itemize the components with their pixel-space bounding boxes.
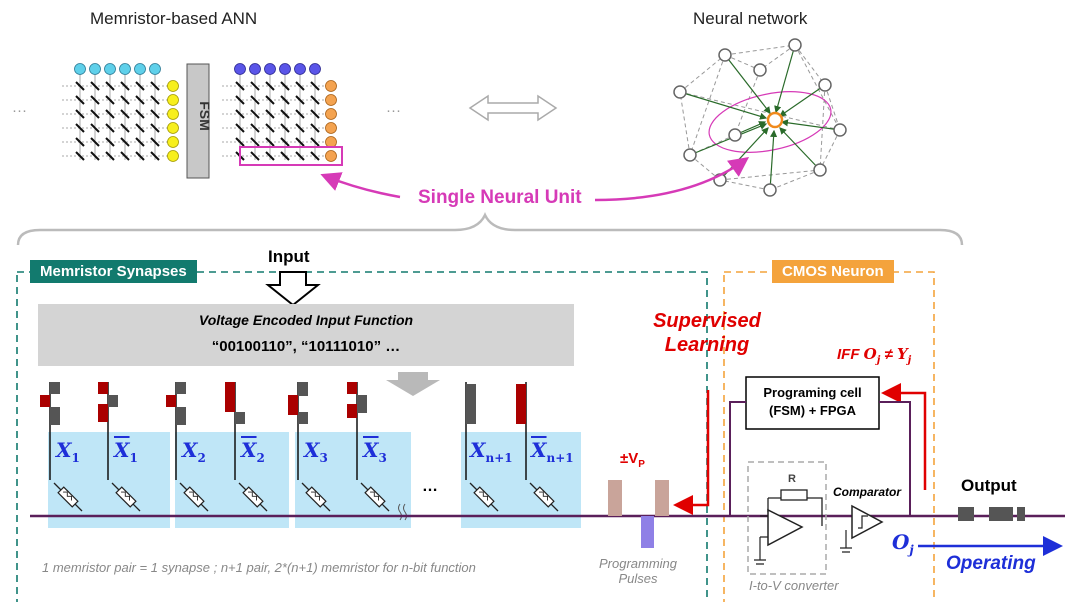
column-label: Xn+1 [531, 438, 574, 465]
input-label: Input [268, 247, 310, 266]
column-label: X3 [304, 438, 328, 465]
column-label: X2 [182, 438, 206, 465]
pm-vp-label: ±VP [620, 450, 645, 470]
ellipsis-right: ··· [386, 102, 401, 119]
neural-network-graph [673, 38, 847, 197]
iff-condition: IFF Oj ≠ Yj [837, 345, 912, 366]
fsm-block [186, 63, 210, 179]
crossbar-array-right [222, 63, 343, 166]
memristor-synapses-badge: Memristor Synapses [30, 260, 197, 283]
programming-cell-label: Programing cell(FSM) + FPGA [763, 385, 862, 418]
fsm-label: FSM [196, 101, 213, 131]
down-arrow-icon [386, 372, 440, 396]
output-label: Output [961, 476, 1017, 495]
function-box [38, 304, 574, 366]
cmos-neuron-badge: CMOS Neuron [772, 260, 894, 283]
programming-cell-box [745, 376, 880, 430]
comparator-label: Comparator [833, 485, 902, 499]
resistor-label: R [788, 473, 796, 485]
oj-label: Oj [892, 530, 914, 557]
operating-label: Operating [946, 553, 1036, 574]
nn-title: Neural network [693, 9, 808, 28]
single-neural-unit-label: Single Neural Unit [418, 187, 582, 208]
column-label: Xn+1 [470, 438, 513, 465]
grouping-brace [16, 212, 964, 246]
ellipsis-left: ··· [12, 102, 27, 119]
input-arrow-icon [265, 271, 321, 307]
function-title: Voltage Encoded Input Function [198, 312, 414, 328]
function-codes: “00100110”, “10111010” … [211, 338, 401, 355]
column-ellipsis: … [422, 478, 438, 495]
crossbar-array-left [62, 63, 179, 162]
itov-label: I-to-V converter [749, 578, 839, 593]
synapse-note: 1 memristor pair = 1 synapse ; n+1 pair,… [42, 560, 476, 575]
column-label: X1 [56, 438, 80, 465]
ann-title: Memristor-based ANN [90, 9, 258, 28]
column-label: X2 [241, 438, 265, 465]
double-arrow-icon [468, 94, 558, 122]
column-label: X3 [363, 438, 387, 465]
column-label: X1 [114, 438, 138, 465]
